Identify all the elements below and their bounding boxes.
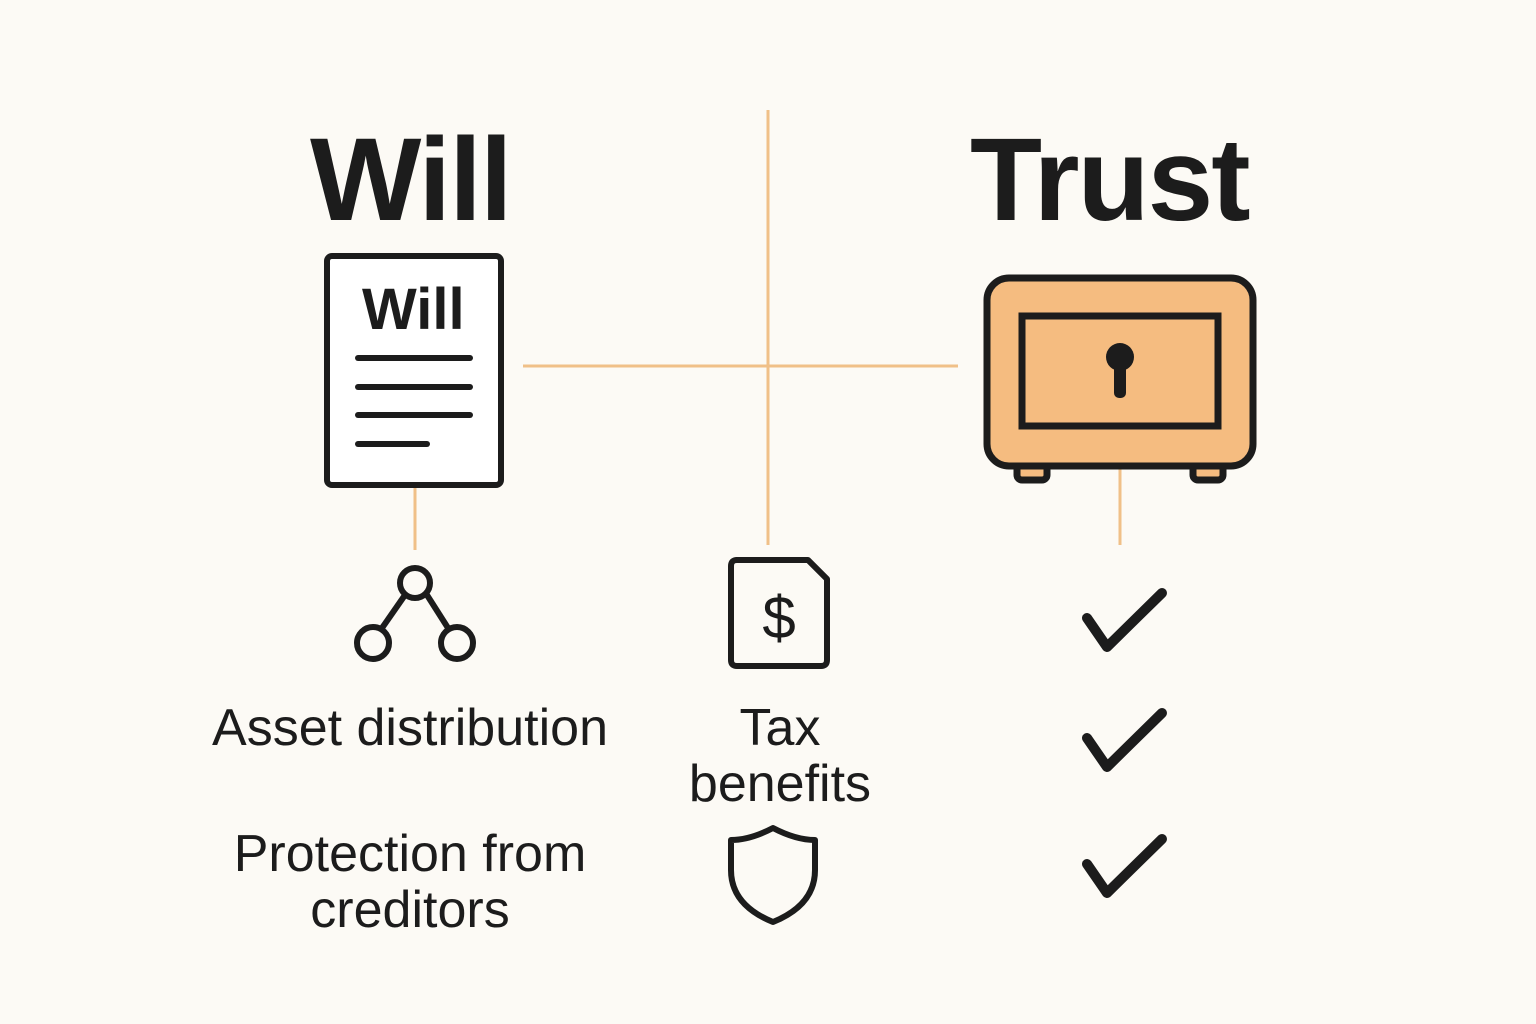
check-icon (1082, 708, 1167, 772)
shield-icon (728, 825, 818, 925)
check-icon (1082, 588, 1167, 652)
check-icons (1082, 588, 1167, 898)
share-nodes-icon (354, 565, 476, 662)
tax-benefits-label: Tax benefits (688, 699, 872, 813)
check-icon (1082, 834, 1167, 898)
trust-title: Trust (970, 114, 1250, 246)
will-document-icon (324, 253, 504, 488)
asset-distribution-label: Asset distribution (212, 699, 608, 757)
will-title: Will (310, 114, 513, 246)
safe-icon (983, 274, 1257, 484)
protection-label: Protection from creditors (233, 825, 587, 939)
document-heading: Will (362, 277, 465, 342)
dollar-sign-icon: $ (762, 584, 795, 651)
dollar-document-icon (728, 557, 830, 669)
